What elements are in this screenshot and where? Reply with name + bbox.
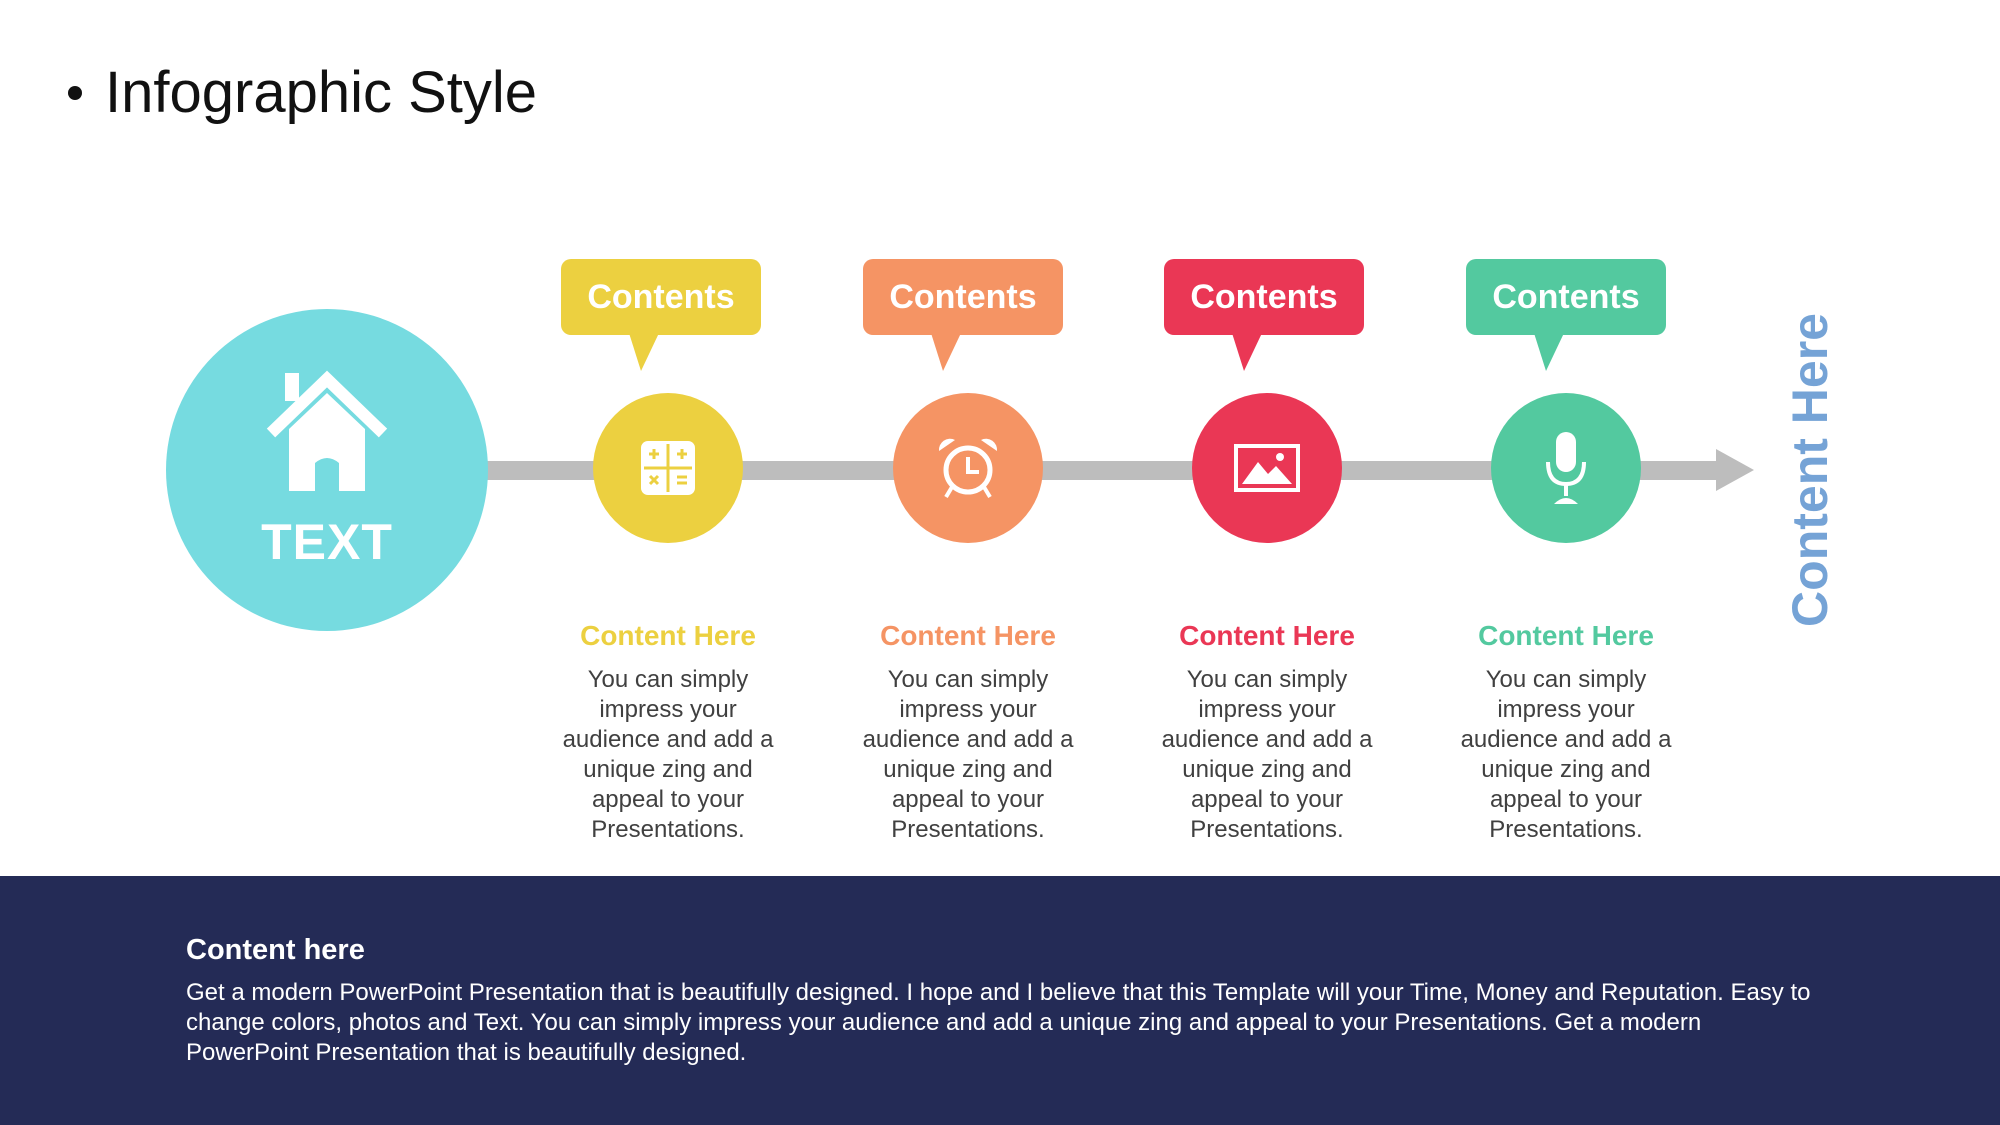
callout-tail xyxy=(1232,333,1262,371)
home-icon xyxy=(266,370,388,491)
step-4-callout: Contents xyxy=(1466,259,1666,371)
callout-tail xyxy=(629,333,659,371)
step-3-description: You can simply impress your audience and… xyxy=(1161,666,1373,843)
step-2-callout: Contents xyxy=(863,259,1063,371)
side-label: Content Here xyxy=(1782,313,1838,627)
footer-text: Get a modern PowerPoint Presentation tha… xyxy=(186,979,1811,1066)
callout-tail xyxy=(931,333,961,371)
step-1-callout-label: Contents xyxy=(587,278,735,316)
alarm-clock-icon xyxy=(938,438,998,499)
timeline-arrowhead xyxy=(1716,449,1754,491)
step-3-node xyxy=(1192,393,1342,543)
step-4-description: You can simply impress your audience and… xyxy=(1460,666,1672,843)
hub-circle: TEXT xyxy=(166,309,488,631)
step-4-node xyxy=(1491,393,1641,543)
step-4-callout-label: Contents xyxy=(1492,278,1640,316)
step-2-description: You can simply impress your audience and… xyxy=(862,666,1074,843)
step-2-node xyxy=(893,393,1043,543)
microphone-icon xyxy=(1546,432,1586,504)
step-1-callout: Contents xyxy=(561,259,761,371)
step-1-description: You can simply impress your audience and… xyxy=(562,666,774,843)
footer-band xyxy=(0,876,2000,1125)
step-4-heading: Content Here xyxy=(1478,620,1654,651)
step-3-callout: Contents xyxy=(1164,259,1364,371)
step-1-node xyxy=(593,393,743,543)
calculator-icon xyxy=(641,441,695,495)
bullet-dot xyxy=(68,86,82,100)
step-2-heading: Content Here xyxy=(880,620,1056,651)
step-1-heading: Content Here xyxy=(580,620,756,651)
step-3-callout-label: Contents xyxy=(1190,278,1338,316)
step-2-callout-label: Contents xyxy=(889,278,1037,316)
hub-label: TEXT xyxy=(261,514,393,570)
footer-title: Content here xyxy=(186,934,365,966)
step-3-heading: Content Here xyxy=(1179,620,1355,651)
image-icon xyxy=(1234,444,1300,492)
slide-title-text: Infographic Style xyxy=(105,60,538,125)
timeline-track xyxy=(486,461,1718,480)
slide-title: Infographic Style xyxy=(68,58,537,128)
callout-tail xyxy=(1534,333,1564,371)
